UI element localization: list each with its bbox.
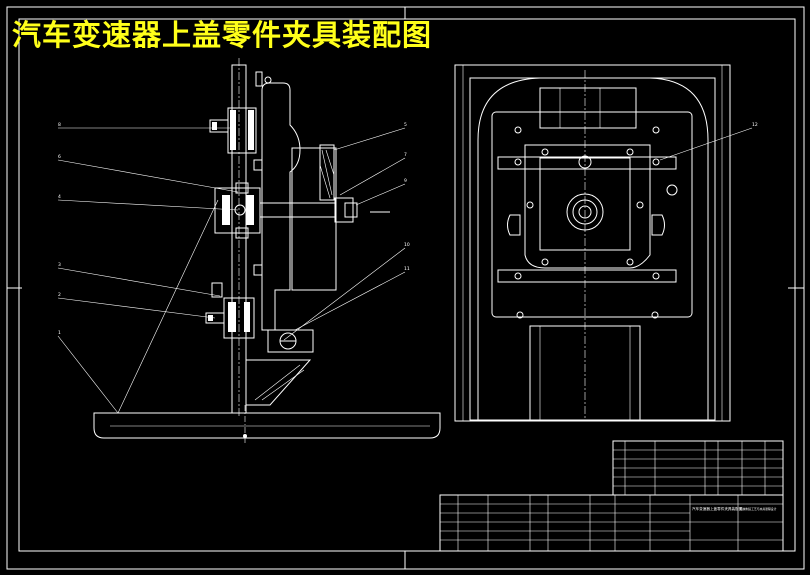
side-housing: [477, 77, 709, 421]
clamp-body: [261, 82, 301, 331]
lower-clamp-bar: [497, 269, 677, 283]
housing-plate: [291, 147, 337, 291]
hex-nut: [334, 197, 354, 223]
balloon-label: 7: [404, 152, 407, 158]
parts-list: [612, 440, 784, 496]
balloon-label-12: 12: [752, 122, 758, 128]
mounting-holes: [514, 126, 678, 319]
support-rib: [246, 359, 312, 406]
balloon-label: 10: [404, 242, 410, 248]
side-cover: [491, 111, 693, 318]
balloon-label: 5: [404, 122, 407, 128]
balloon-labels: 8 6 4 3 2 1 5 7 9 10 11: [58, 122, 410, 336]
clamp-bolt: [259, 202, 336, 218]
centering-marks: [7, 7, 804, 569]
pin-support: [267, 329, 314, 353]
front-leaders-right: [283, 127, 406, 341]
front-view: 8 6 4 3 2 1 5 7 9 10 11: [57, 58, 441, 443]
side-view: 12: [454, 64, 758, 422]
base-plate: [93, 412, 441, 439]
balloon-label: 11: [404, 266, 410, 272]
clamp-plate: [319, 144, 335, 201]
upper-clamp-bar: [497, 156, 677, 170]
balloon-label: 8: [58, 122, 61, 128]
workpiece-cover: [524, 144, 651, 269]
title-block-school: 机械制造工艺与夹具课程设计: [740, 507, 777, 511]
balloon-label: 3: [58, 262, 61, 268]
title-block-drawing-name: 汽车变速器上盖零件夹具装配图: [692, 506, 743, 511]
front-leaders-left: [57, 127, 239, 414]
balloon-label: 1: [58, 330, 61, 336]
balloon-label: 2: [58, 292, 61, 298]
balloon-label: 6: [58, 154, 61, 160]
side-frame-outer: [454, 64, 731, 422]
balloon-label: 4: [58, 194, 61, 200]
title-block: 汽车变速器上盖零件夹具装配图 机械制造工艺与夹具课程设计: [439, 494, 784, 552]
drawing-title: 汽车变速器上盖零件夹具装配图: [12, 18, 433, 52]
outer-border: [6, 6, 805, 570]
balloon-label: 9: [404, 178, 407, 184]
inner-frame: [18, 18, 796, 552]
